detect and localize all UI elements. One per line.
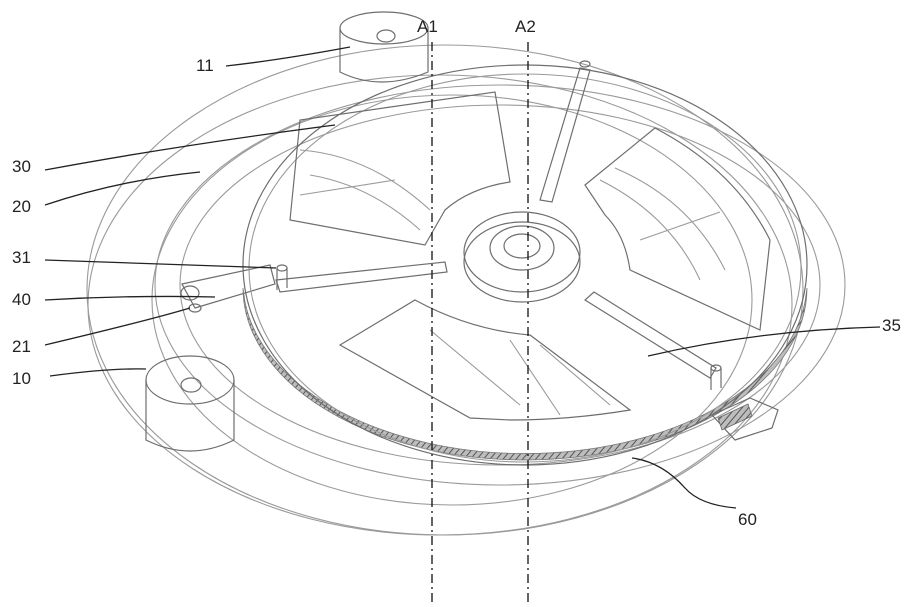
top-post: [339, 11, 429, 83]
middle-ring: [154, 84, 846, 486]
axis-lines: [431, 42, 529, 602]
bottom-post: [145, 355, 235, 452]
part-labels: 11 30 20 31 40 21 10 35 60 A1 A2: [12, 17, 901, 529]
gear-ring: [242, 287, 808, 461]
label-30: 30: [12, 157, 31, 176]
label-60: 60: [738, 510, 757, 529]
label-11: 11: [196, 56, 214, 75]
link-arm: [180, 264, 276, 313]
label-35: 35: [882, 316, 901, 335]
side-bracket: [710, 397, 779, 441]
leader-lines: [44, 46, 881, 509]
axis-label-a2: A2: [515, 17, 536, 36]
axis-label-a1: A1: [417, 17, 438, 36]
main-disc: [242, 64, 808, 466]
label-20: 20: [12, 197, 31, 216]
center-hub: [463, 211, 581, 303]
label-21: 21: [12, 337, 31, 356]
disc-windows: [289, 91, 771, 421]
label-40: 40: [12, 290, 31, 309]
base-plate: [86, 44, 804, 536]
label-31: 31: [12, 248, 31, 267]
label-10: 10: [12, 369, 31, 388]
